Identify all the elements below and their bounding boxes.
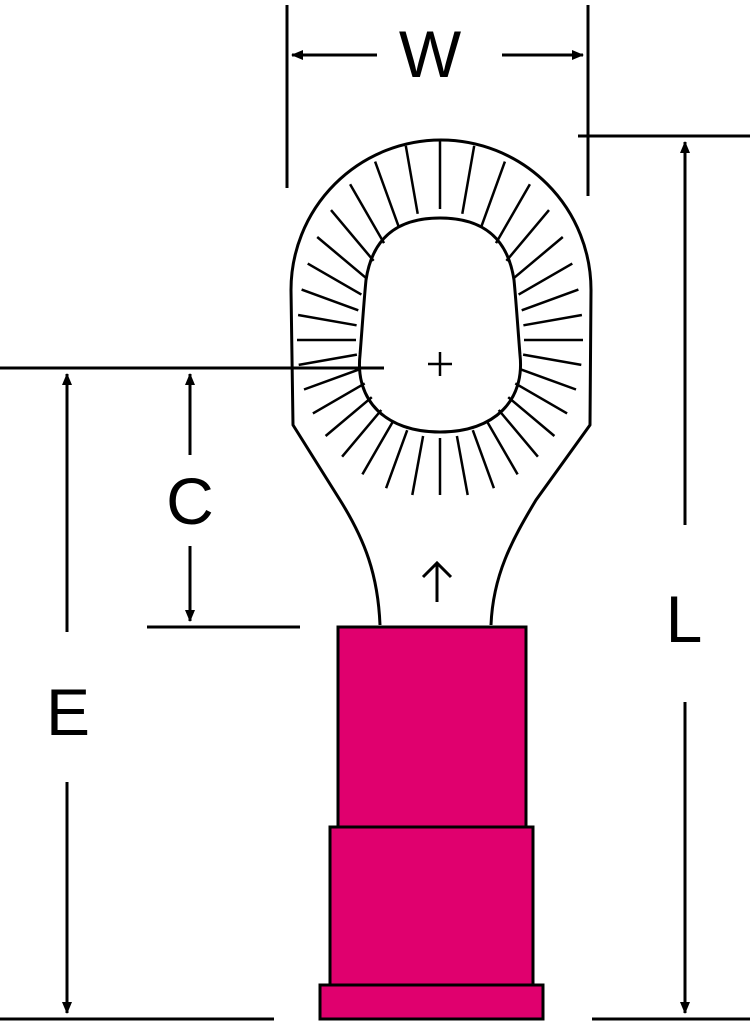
- ring-hole: [357, 216, 523, 434]
- center-cross: [428, 352, 452, 376]
- serration-line: [361, 420, 395, 476]
- insulation-lower: [328, 825, 535, 987]
- serration-line: [494, 183, 531, 244]
- serration-line: [461, 145, 476, 215]
- serration-line: [404, 145, 419, 215]
- width-dimension: W: [285, 5, 590, 196]
- serration-line: [512, 236, 564, 280]
- width-label: W: [399, 17, 462, 91]
- serration-line: [330, 209, 375, 262]
- serration-line: [373, 161, 400, 227]
- serration-line: [298, 353, 358, 367]
- center-label: C: [166, 464, 214, 538]
- serration-line: [507, 396, 556, 437]
- serration-line: [349, 183, 386, 244]
- serration-line: [384, 429, 409, 489]
- serration-line: [312, 382, 366, 415]
- insulation-base-flange: [318, 983, 545, 1021]
- serration-line: [324, 396, 373, 437]
- neck-arrow: [421, 560, 453, 602]
- serration-line: [303, 368, 361, 391]
- serration-line: [517, 262, 573, 296]
- serration-line: [341, 409, 383, 458]
- serration-line: [523, 313, 583, 327]
- length-dimension: L: [578, 134, 750, 1021]
- serration-line: [514, 382, 568, 415]
- serration-line: [485, 420, 519, 476]
- serration-line: [411, 435, 425, 496]
- center-dimension: C: [0, 366, 384, 629]
- serration-line: [316, 236, 368, 280]
- edge-dimension: E: [0, 373, 274, 1021]
- ring-serrations: [297, 140, 583, 496]
- serration-line: [505, 209, 550, 262]
- serration-line: [519, 368, 577, 391]
- serration-line: [480, 161, 507, 227]
- serration-line: [521, 288, 579, 312]
- serration-line: [301, 288, 359, 312]
- serration-line: [497, 409, 539, 458]
- length-label: L: [666, 582, 703, 656]
- serration-line: [471, 429, 496, 489]
- edge-label: E: [46, 675, 90, 749]
- insulation-upper: [336, 625, 528, 829]
- serration-line: [455, 435, 469, 496]
- serration-line: [307, 262, 363, 296]
- serration-line: [297, 313, 357, 327]
- serration-line: [522, 353, 582, 367]
- insulation-sleeve: [318, 625, 545, 1021]
